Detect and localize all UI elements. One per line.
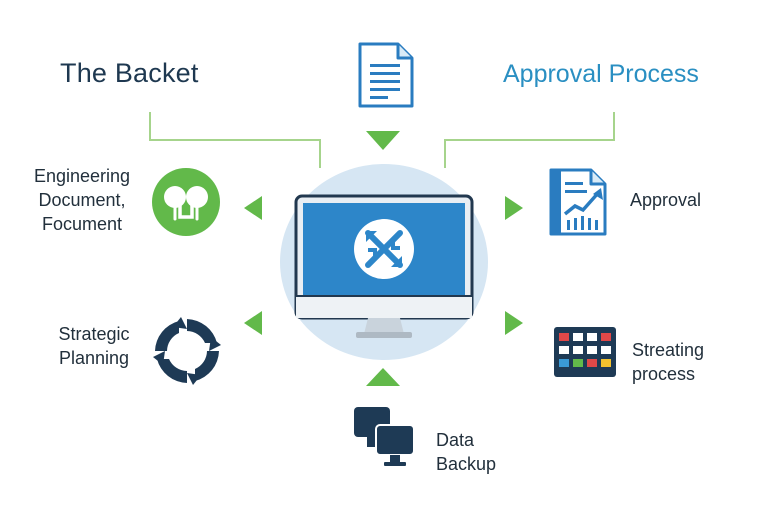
cycle-arrows-icon — [153, 317, 221, 385]
title-the-backet: The Backet — [60, 58, 199, 88]
label-data-backup-line-2: Backup — [436, 454, 497, 474]
label-data-backup-line-1: Data — [436, 430, 475, 450]
center-hub — [280, 164, 488, 360]
dual-monitor-icon — [354, 407, 415, 466]
growth-chart-document-icon — [549, 168, 607, 236]
label-engineering-line-1: Engineering — [33, 166, 131, 186]
label-streating-line-1: Streating — [632, 340, 705, 360]
label-streating-line-2: process — [632, 364, 696, 384]
arrow-up-bottom — [366, 368, 400, 386]
label-strategic-line-2: Planning — [58, 348, 130, 368]
label-engineering-line-3: Focument — [41, 214, 123, 234]
label-streating: Streating process — [632, 338, 704, 386]
grid-board-icon — [554, 327, 616, 377]
arrow-right-upper — [505, 196, 523, 220]
arrow-right-lower — [505, 311, 523, 335]
label-strategic: Strategic Planning — [44, 322, 144, 370]
sync-cross-arrows-icon — [354, 219, 414, 279]
arrow-left-lower — [244, 311, 262, 335]
label-engineering: Engineering Document, Focument — [20, 164, 144, 236]
title-approval-process: Approval Process — [503, 60, 699, 88]
arrow-left-upper — [244, 196, 262, 220]
lungs-icon — [152, 168, 220, 236]
arrow-down-top — [366, 131, 400, 150]
label-engineering-line-2: Document, — [38, 190, 126, 210]
label-approval: Approval — [630, 188, 701, 212]
label-approval-line-1: Approval — [630, 190, 702, 210]
document-icon — [358, 42, 414, 108]
label-strategic-line-1: Strategic — [58, 324, 130, 344]
label-data-backup: Data Backup — [436, 428, 496, 476]
